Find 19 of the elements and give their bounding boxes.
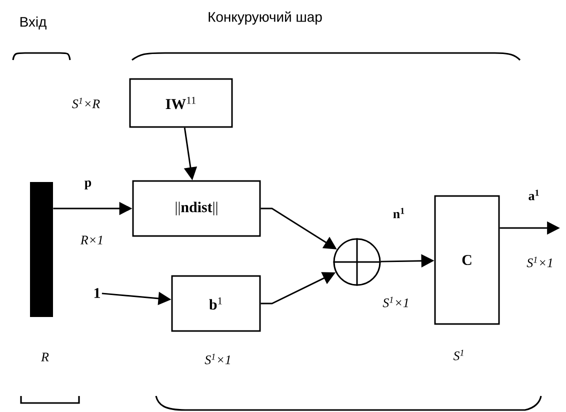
process-box: ||ndist||	[132, 180, 261, 237]
dimension-label: S$^{1}$×1	[526, 256, 552, 268]
signal-label: n$^{1}$	[393, 208, 404, 218]
dimension-label: R	[41, 352, 49, 362]
section-heading: Вхід	[20, 16, 46, 30]
input-label: 1	[94, 288, 100, 298]
signal-label: a$^{1}$	[528, 190, 539, 200]
summing-junction	[332, 238, 382, 286]
dimension-label: S$^{1}$×R	[72, 98, 100, 108]
input-bar	[30, 182, 53, 317]
signal-label: p	[84, 180, 92, 190]
process-box: b$^{1}$	[171, 275, 261, 332]
dimension-label: R×1	[80, 236, 102, 244]
dimension-label: S$^{1}$	[453, 350, 464, 360]
dimension-label: S$^{1}$×1	[204, 354, 230, 364]
dimension-label: S$^{1}$×1	[382, 296, 408, 308]
process-box: IW$^{11}$	[129, 78, 233, 128]
process-box: C	[434, 195, 500, 325]
section-heading: Конкуруючий шар	[208, 11, 322, 25]
